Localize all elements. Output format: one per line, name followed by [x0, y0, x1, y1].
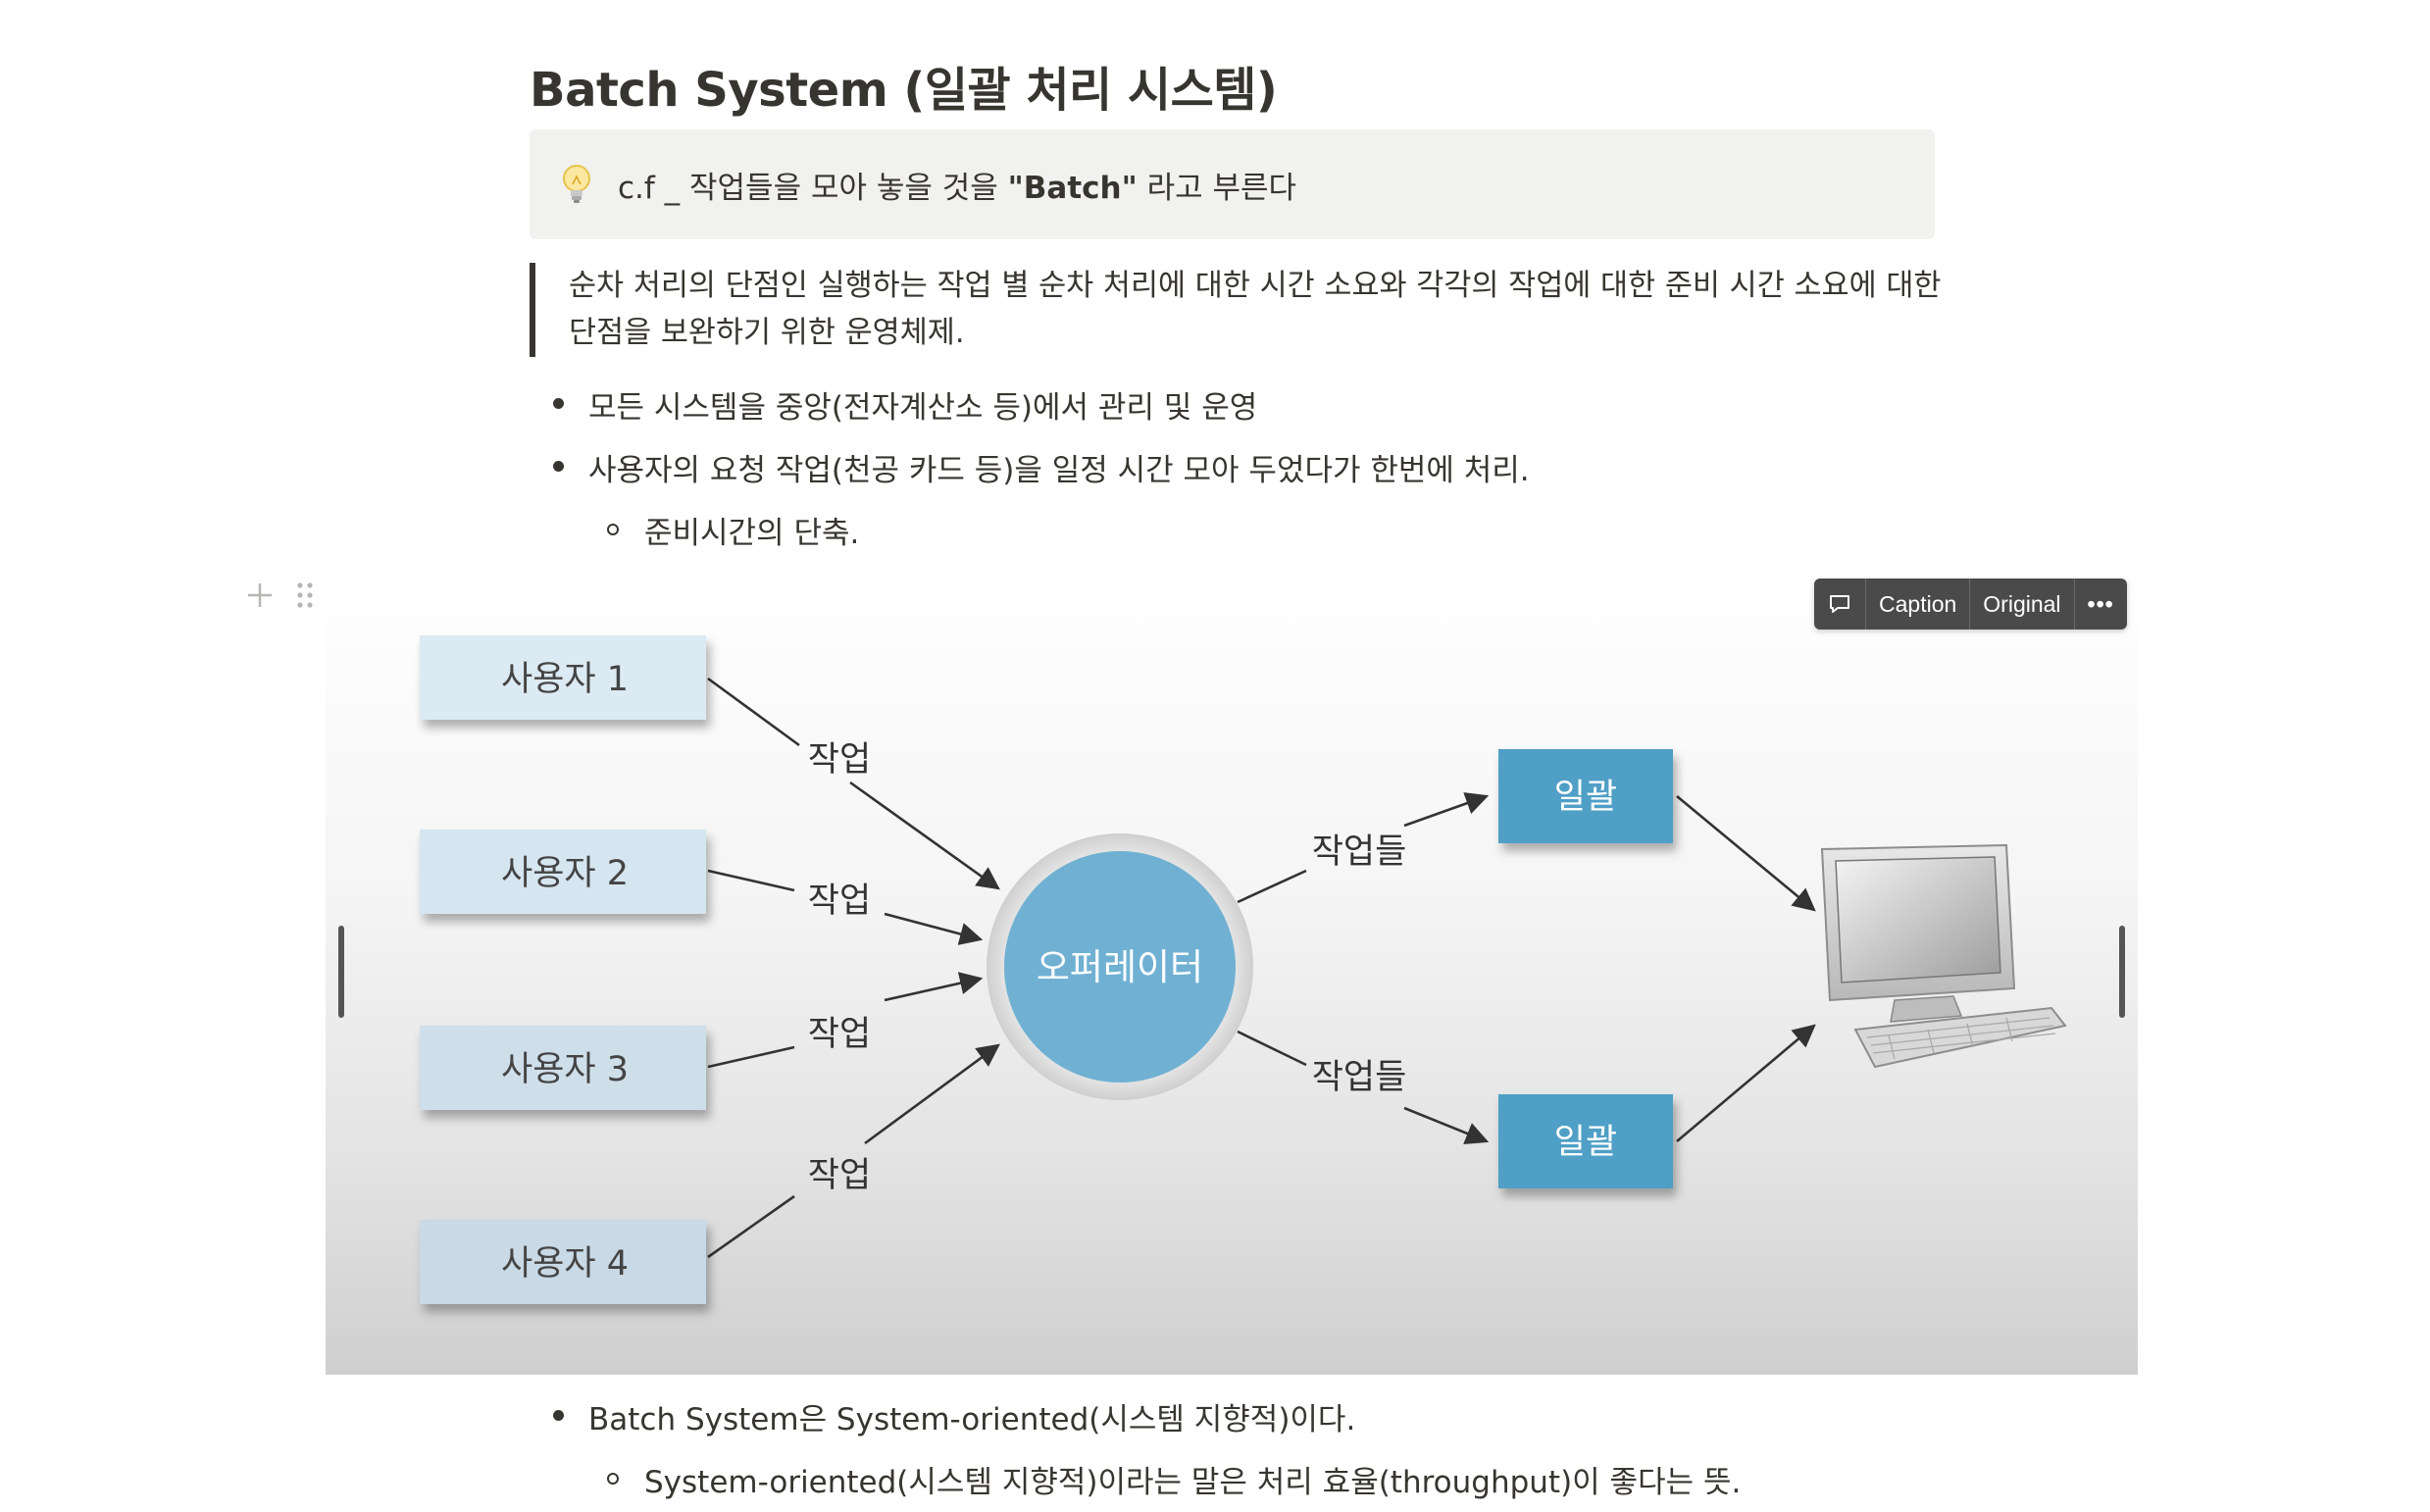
- batch-box: [1498, 749, 1673, 843]
- computer-icon: [1820, 843, 2067, 1069]
- user-label: 사용자 4: [501, 1244, 629, 1284]
- callout-prefix: c.f _ 작업들을 모아 놓을 것을: [618, 170, 1008, 206]
- callout-suffix: 라고 부른다: [1137, 170, 1297, 206]
- list-item: 모든 시스템을 중앙(전자계산소 등)에서 관리 및 운영: [552, 382, 1257, 427]
- list-item: 사용자의 요청 작업(천공 카드 등)을 일정 시간 모아 두었다가 한번에 처…: [553, 445, 1530, 489]
- user-label: 사용자 2: [501, 854, 629, 893]
- quote-block: 순차 처리의 단점인 실행하는 작업 별 순차 처리에 대한 시간 소요와 각각…: [530, 263, 1942, 357]
- batch-system-diagram[interactable]: 사용자 1 사용자 2 사용자 3 사용자 4 작업 작업 작업 작업 오퍼레이…: [326, 569, 2138, 1375]
- user-box: [420, 635, 706, 720]
- user-box: [420, 1220, 706, 1304]
- original-button[interactable]: Original: [1970, 579, 2075, 630]
- callout-block: c.f _ 작업들을 모아 놓을 것을 "Batch" 라고 부른다: [530, 129, 1935, 239]
- sub-list-item: System-oriented(시스템 지향적)이라는 말은 처리 효율(thr…: [606, 1457, 1741, 1501]
- jobs-label: 작업들: [1312, 1058, 1407, 1097]
- drag-handle-icon[interactable]: [294, 580, 316, 610]
- image-resize-handle-right[interactable]: [2119, 926, 2125, 1018]
- user-box: [420, 830, 706, 914]
- user-to-operator-arrows: [707, 677, 1000, 1259]
- image-resize-handle-left[interactable]: [338, 926, 344, 1018]
- list-item: Batch System은 System-oriented(시스템 지향적)이다…: [552, 1394, 1355, 1438]
- job-label: 작업: [808, 882, 871, 921]
- jobs-label: 작업들: [1312, 832, 1407, 872]
- job-label: 작업: [808, 1156, 871, 1195]
- batch-label: 일괄: [1554, 1123, 1617, 1162]
- block-handle[interactable]: [245, 580, 316, 610]
- image-toolbar: Caption Original •••: [1814, 579, 2127, 630]
- sub-list-item: 준비시간의 단축.: [606, 508, 859, 552]
- batch-box: [1498, 1094, 1673, 1188]
- batch-label: 일괄: [1554, 778, 1617, 817]
- callout-text: c.f _ 작업들을 모아 놓을 것을 "Batch" 라고 부른다: [618, 163, 1296, 207]
- job-label: 작업: [808, 1015, 871, 1054]
- comment-icon: [1830, 595, 1849, 613]
- operator-label: 오퍼레이터: [1037, 946, 1203, 988]
- caption-button[interactable]: Caption: [1866, 579, 1971, 630]
- user-label: 사용자 3: [501, 1050, 629, 1089]
- page-title: Batch System (일괄 처리 시스템): [530, 63, 1278, 118]
- more-options-button[interactable]: •••: [2087, 590, 2114, 617]
- operator-node: 오퍼레이터: [987, 833, 1253, 1100]
- operator-to-batch-arrows: [1237, 792, 1816, 1144]
- plus-icon[interactable]: [245, 580, 275, 610]
- job-label: 작업: [808, 740, 871, 780]
- lightbulb-icon: [563, 165, 590, 203]
- user-label: 사용자 1: [501, 660, 629, 699]
- user-box: [420, 1026, 706, 1110]
- comment-button[interactable]: [1814, 579, 1866, 630]
- callout-bold: "Batch": [1007, 170, 1138, 206]
